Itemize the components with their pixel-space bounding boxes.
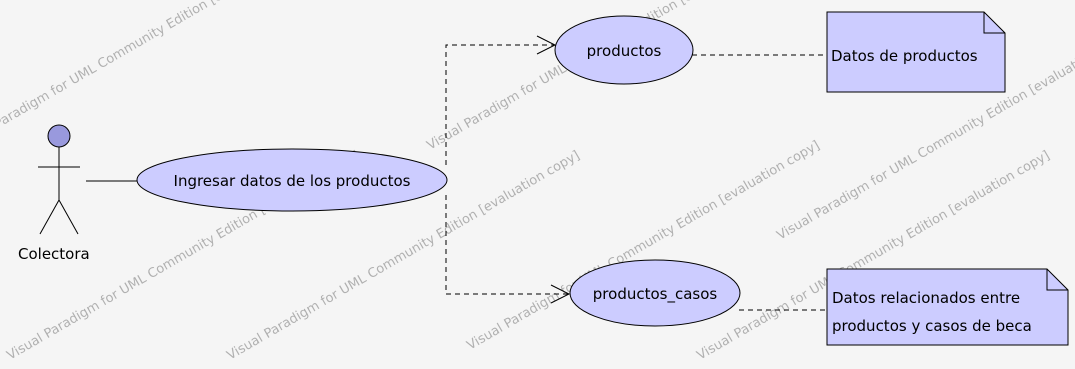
use-case-label: productos_casos [593,285,718,304]
use-case-ingresar-datos[interactable]: Ingresar datos de los productos [136,148,448,212]
include-connectors [445,44,832,311]
use-case-shape [569,259,741,327]
actor-head [47,124,71,148]
arrowhead-productos [536,35,557,55]
watermark-text: Visual Paradigm for UML Community Editio… [0,0,312,153]
note-shape [826,11,1006,93]
arrowhead-productos-casos [550,284,571,304]
note-text: Datos de productos [831,47,978,65]
use-case-productos-casos[interactable]: productos_casos [569,259,741,327]
note-shape [826,268,1069,346]
use-case-label: productos [587,42,662,60]
arrowheads [536,35,571,304]
connector-to-productos [445,44,555,165]
connector-to-productos-casos [445,195,569,295]
note-fold [1046,269,1068,291]
note-datos-productos[interactable]: Datos de productos [826,11,1006,93]
use-case-shape [136,148,448,212]
actor-colectora[interactable]: Colectora [18,124,90,263]
note-datos-relacionados[interactable]: Datos relacionados entre productos y cas… [826,268,1069,346]
note-fold [983,12,1005,34]
use-case-label: Ingresar datos de los productos [174,172,411,190]
actor-right-leg [58,199,79,235]
actor-left-leg [39,199,60,235]
note-text-line2: productos y casos de beca [832,317,1032,335]
note-text-line1: Datos relacionados entre [832,289,1020,307]
actor-label: Colectora [18,245,90,263]
use-case-productos[interactable]: productos [554,15,694,85]
use-case-shape [554,15,694,85]
